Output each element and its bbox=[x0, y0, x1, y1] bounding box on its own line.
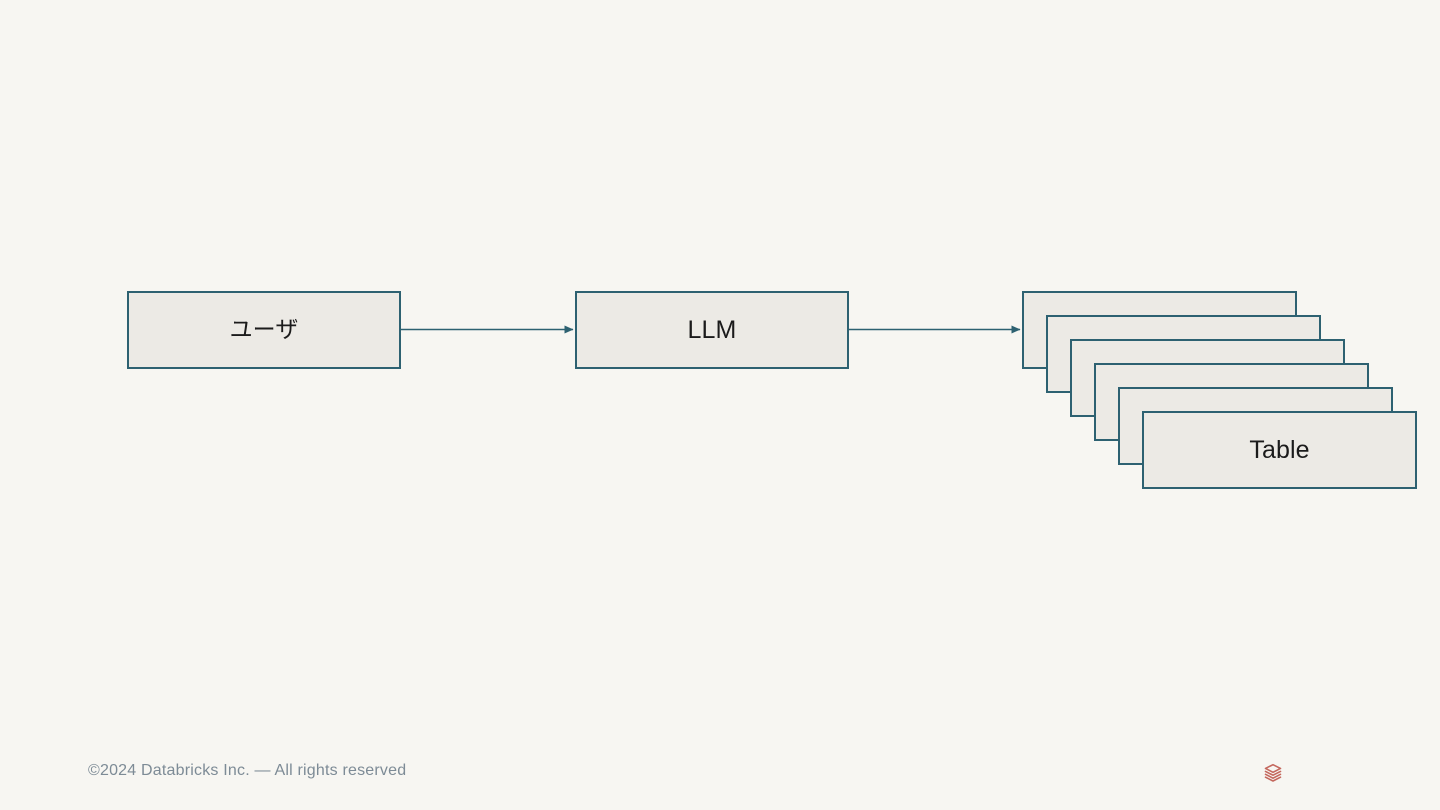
diagram-node-llm[interactable]: LLM bbox=[575, 291, 849, 369]
databricks-logo bbox=[1264, 763, 1282, 782]
diagram-node-user[interactable]: ユーザ bbox=[127, 291, 401, 369]
footer-copyright-text: ©2024 Databricks Inc. — All rights reser… bbox=[88, 762, 407, 779]
diagram-node-user-label: ユーザ bbox=[229, 316, 299, 343]
diagram-node-table-stack[interactable]: Table bbox=[1022, 291, 1418, 490]
diagram-node-table-label: Table bbox=[1249, 435, 1310, 464]
table-stack-card-front: Table bbox=[1142, 411, 1417, 489]
slide-footer: ©2024 Databricks Inc. — All rights reser… bbox=[0, 750, 1440, 810]
diagram-node-llm-label: LLM bbox=[687, 315, 737, 344]
